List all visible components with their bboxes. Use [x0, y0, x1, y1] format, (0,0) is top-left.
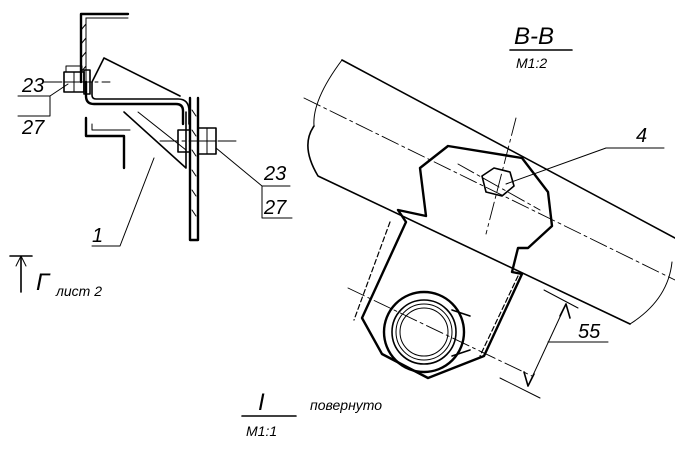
detail-note: повернуто [310, 397, 382, 413]
leader-27-left [17, 95, 51, 117]
lower-channel-wall [84, 116, 126, 170]
view-sheet-ref: лист 2 [55, 283, 102, 299]
hex-nut [457, 117, 541, 235]
callout-27-left: 27 [21, 117, 45, 139]
detail-caption: I М1:1 повернуто [241, 389, 382, 439]
dimension-55: 55 [499, 289, 609, 399]
callout-23-left: 23 [21, 75, 44, 97]
section-scale: М1:2 [516, 55, 547, 71]
vertical-plate [188, 96, 200, 242]
dimension-55-value: 55 [578, 321, 601, 343]
z-bracket-sheet [84, 80, 185, 126]
bracket-profile-view: 23 27 1 23 27 [17, 12, 293, 247]
section-view: 55 4 В-В М1:2 [303, 23, 675, 399]
clamp-plate [360, 144, 554, 380]
pipe-centerline [303, 97, 675, 281]
callout-27-right: 27 [263, 197, 287, 219]
section-title: В-В [514, 23, 554, 50]
view-letter: Г [36, 269, 51, 296]
callout-1: 1 [92, 225, 103, 247]
bolt-right [159, 127, 237, 155]
leader-1 [91, 157, 155, 247]
bolt-left [43, 65, 111, 95]
pipe-upper-edge [341, 59, 675, 239]
leader-4 [505, 147, 665, 185]
view-arrow-icon [9, 255, 33, 293]
pipe-lower-edge [307, 125, 631, 325]
callout-4: 4 [636, 125, 647, 147]
gusset-upper [91, 57, 181, 97]
pipe-bore [347, 287, 533, 377]
leader-27-right [261, 185, 293, 219]
detail-number: I [258, 389, 265, 416]
gusset-lower [123, 111, 187, 169]
upper-channel-wall [79, 12, 130, 84]
callout-23-right: 23 [263, 163, 286, 185]
view-arrow-marker: Г лист 2 [9, 255, 102, 299]
detail-scale: М1:1 [246, 423, 277, 439]
